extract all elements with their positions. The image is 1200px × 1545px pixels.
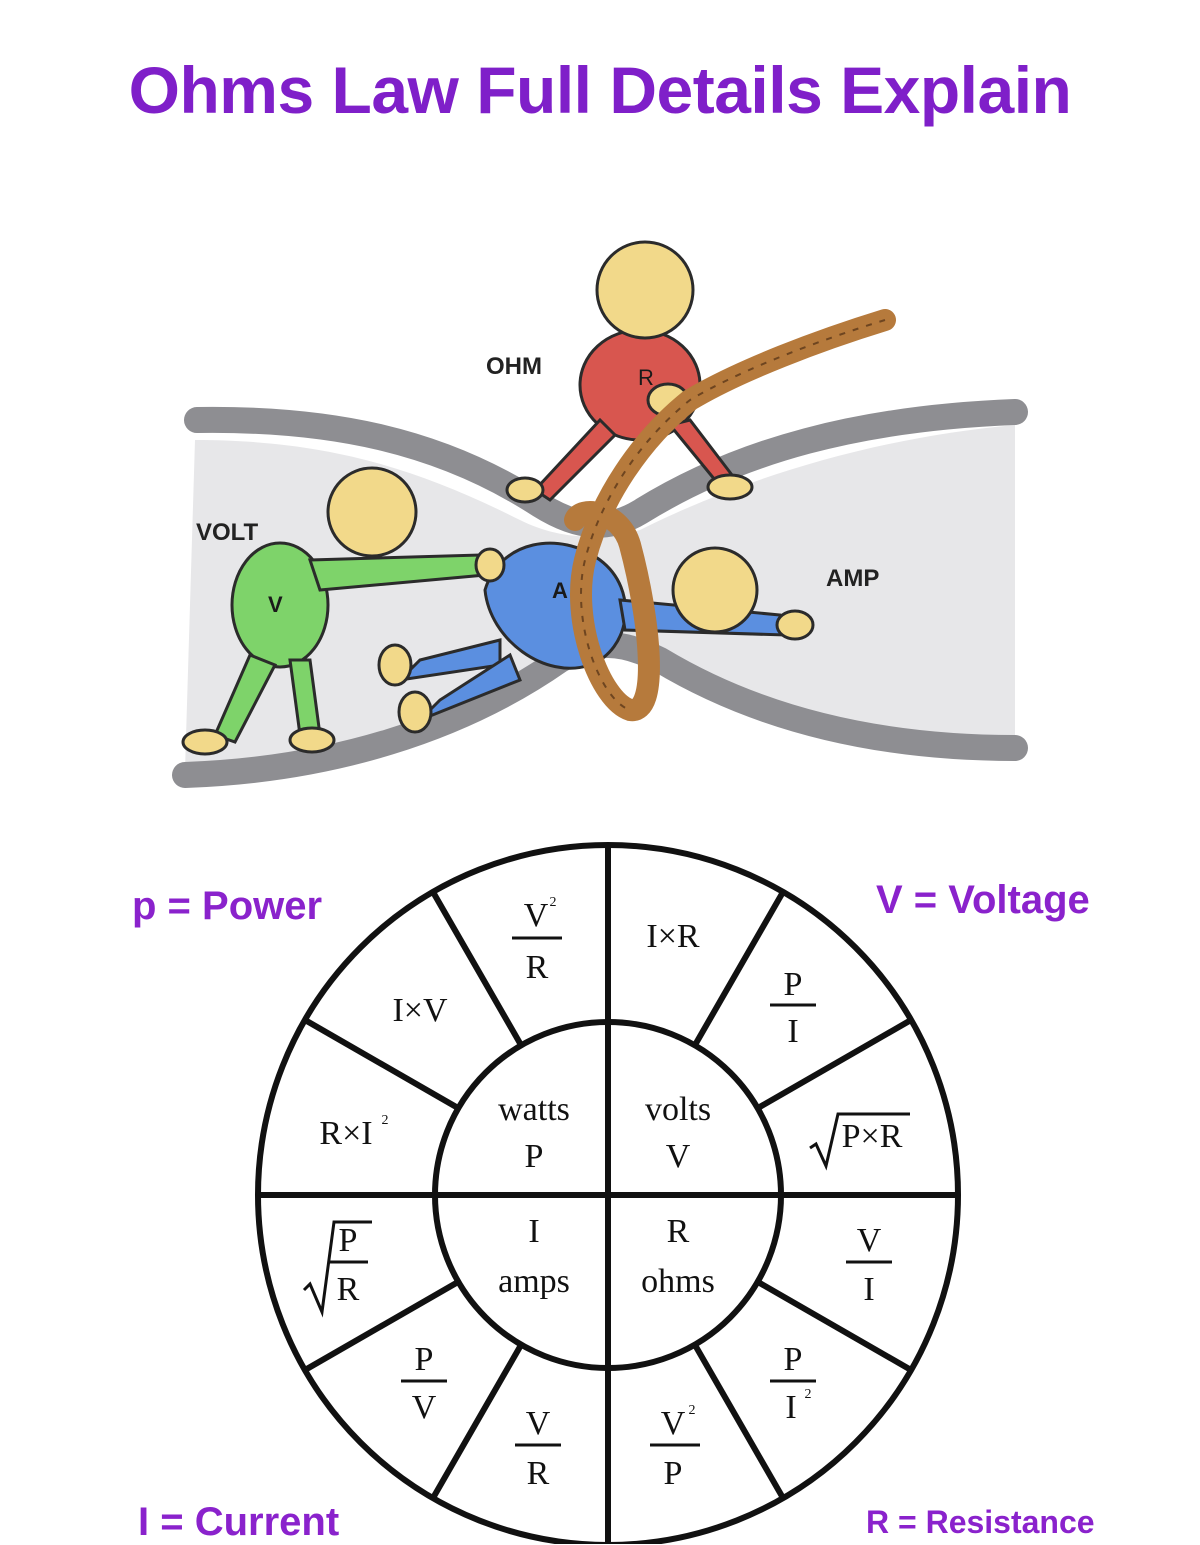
formula-r-times-i2: R×I 2 <box>319 1113 388 1152</box>
svg-text:R×I: R×I <box>319 1115 372 1152</box>
wheel-spoke <box>692 1343 786 1500</box>
volt-letter: V <box>268 592 283 617</box>
svg-text:V: V <box>412 1389 437 1426</box>
wheel-spoke <box>756 1279 913 1373</box>
center-amps-unit: amps <box>498 1263 570 1300</box>
wheel-spoke <box>303 1279 460 1373</box>
formula-sqrt-p-over-r: P R <box>302 1220 372 1318</box>
legend-resistance: R = Resistance <box>866 1504 1095 1540</box>
svg-text:2: 2 <box>689 1403 696 1418</box>
svg-text:I: I <box>785 1389 796 1426</box>
center-volts-unit: volts <box>645 1091 711 1128</box>
formula-p-over-i: P I <box>770 966 816 1050</box>
svg-text:V: V <box>524 897 549 934</box>
center-ohms-unit: ohms <box>641 1263 715 1300</box>
formula-i-times-r: I×R <box>646 918 699 955</box>
formula-v2-over-r: V 2 R <box>512 895 562 986</box>
wheel-spoke <box>430 1343 524 1500</box>
legend-current: I = Current <box>138 1500 340 1544</box>
ohm-label: OHM <box>486 353 542 380</box>
svg-text:2: 2 <box>382 1113 389 1128</box>
amp-label: AMP <box>826 565 879 592</box>
svg-text:P: P <box>339 1222 358 1259</box>
svg-text:P×R: P×R <box>842 1118 903 1155</box>
svg-text:2: 2 <box>805 1387 812 1402</box>
formula-v2-over-p: V 2 P <box>650 1403 700 1492</box>
center-watts-symbol: P <box>525 1138 544 1175</box>
formula-v-over-i: V I <box>846 1222 892 1308</box>
svg-text:R: R <box>337 1271 360 1308</box>
svg-text:P: P <box>784 966 803 1003</box>
formula-p-over-v: P V <box>401 1341 447 1426</box>
center-amps-symbol: I <box>528 1213 539 1250</box>
page-title: Ohms Law Full Details Explain <box>128 53 1072 127</box>
svg-text:I: I <box>863 1271 874 1308</box>
amp-character: A <box>377 541 815 734</box>
formula-sqrt-p-times-r: P×R <box>809 1112 910 1171</box>
svg-text:V: V <box>857 1222 882 1259</box>
wheel-spoke <box>756 1017 913 1111</box>
formula-i-times-v: I×V <box>392 992 447 1029</box>
svg-text:P: P <box>664 1455 683 1492</box>
svg-text:V: V <box>526 1405 551 1442</box>
center-volts-symbol: V <box>666 1138 691 1175</box>
svg-text:I: I <box>787 1013 798 1050</box>
wheel-spoke <box>303 1017 460 1111</box>
ohm-letter: R <box>638 365 654 390</box>
legend-voltage: V = Voltage <box>876 878 1090 922</box>
formula-v-over-r: V R <box>515 1405 561 1492</box>
svg-text:R: R <box>527 1455 550 1492</box>
amp-letter: A <box>552 578 568 603</box>
legend-power: p = Power <box>132 884 323 928</box>
wheel-spoke <box>692 890 786 1047</box>
wheel-spoke <box>430 890 524 1047</box>
volt-label: VOLT <box>196 519 259 546</box>
formula-p-over-i2: P I 2 <box>770 1341 816 1426</box>
volt-character: V <box>181 466 506 756</box>
center-ohms-symbol: R <box>667 1213 690 1250</box>
svg-text:R: R <box>526 949 549 986</box>
svg-text:2: 2 <box>550 895 557 910</box>
svg-text:P: P <box>784 1341 803 1378</box>
center-watts-unit: watts <box>498 1091 570 1128</box>
svg-text:V: V <box>661 1405 686 1442</box>
svg-text:P: P <box>415 1341 434 1378</box>
